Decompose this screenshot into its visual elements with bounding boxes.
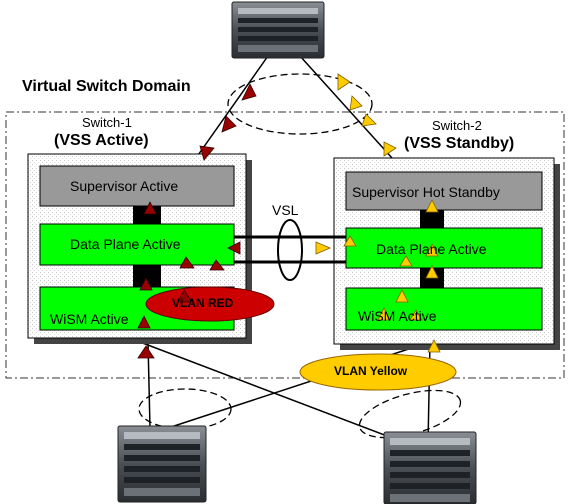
- yellow-arrow: [395, 289, 409, 303]
- switch1-backplane-lower: [133, 265, 161, 287]
- vlan-red-oval[interactable]: [145, 286, 275, 322]
- yellow-arrow: [349, 95, 363, 111]
- yellow-arrow: [315, 241, 332, 255]
- red-arrow: [177, 289, 193, 303]
- vlan-red-label: VLAN RED: [172, 296, 234, 310]
- switch2-name: Switch-2: [432, 118, 482, 133]
- sup1-module[interactable]: [39, 165, 235, 207]
- red-arrow: [199, 145, 215, 161]
- data1-label: Data Plane Active: [70, 236, 181, 252]
- vsl-bundle-ellipse: [277, 219, 303, 281]
- sup1-label: Supervisor Active: [70, 178, 179, 194]
- yellow-arrow: [377, 307, 391, 321]
- red-arrow: [209, 259, 225, 271]
- domain-title: Virtual Switch Domain: [22, 78, 191, 95]
- switch2-role: (VSS Standby): [404, 135, 515, 152]
- yellow-arrow: [409, 309, 423, 321]
- yellow-arrow: [425, 243, 439, 257]
- port-channel-top: [227, 73, 373, 135]
- link-top-to-sw1: [195, 55, 269, 159]
- red-arrow: [143, 201, 157, 215]
- yellow-arrow: [399, 255, 413, 267]
- yellow-arrow: [427, 339, 441, 353]
- yellow-arrow: [425, 265, 439, 279]
- link-top-to-sw2: [299, 55, 393, 159]
- data2-module[interactable]: [345, 227, 543, 269]
- yellow-arrow: [383, 141, 397, 157]
- data1-module[interactable]: [39, 223, 235, 266]
- yellow-arrow: [337, 73, 351, 91]
- red-arrow: [179, 256, 195, 269]
- red-arrow: [137, 315, 151, 329]
- wism2-label: WiSM Active: [358, 308, 437, 324]
- wism1-label: WiSM Active: [50, 311, 129, 327]
- yellow-arrow: [343, 235, 357, 247]
- switch2-backplane-upper: [420, 210, 444, 228]
- bottom-right-switch-icon: [383, 431, 477, 504]
- bottom-left-switch-icon: [117, 425, 207, 503]
- top-switch-icon: [231, 1, 325, 59]
- sup2-label: Supervisor Hot Standby: [352, 184, 500, 200]
- vsl-label: VSL: [272, 202, 299, 218]
- switch1-name: Switch-1: [82, 115, 132, 130]
- yellow-traffic-arrows: [315, 73, 441, 353]
- red-arrow: [137, 345, 155, 359]
- data2-label: Data Plane Active: [376, 241, 487, 257]
- red-arrow: [241, 83, 257, 101]
- vsl-links: [234, 219, 346, 281]
- red-traffic-arrows: [137, 83, 257, 359]
- yellow-arrow: [361, 113, 377, 127]
- vlan-yellow-label: VLAN Yellow: [334, 364, 408, 378]
- link-br-sw1-cross: [139, 341, 409, 445]
- vlan-yellow-oval[interactable]: [299, 353, 457, 391]
- domain-boundary: [5, 111, 565, 379]
- yellow-arrow: [425, 199, 439, 213]
- switch1-role: (VSS Active): [54, 132, 149, 149]
- red-arrow: [221, 115, 237, 133]
- red-arrow: [227, 241, 241, 255]
- port-channel-bottom-left: [138, 388, 232, 430]
- sup2-module[interactable]: [345, 171, 543, 211]
- red-arrow: [139, 277, 153, 291]
- wism2-module[interactable]: [345, 287, 543, 331]
